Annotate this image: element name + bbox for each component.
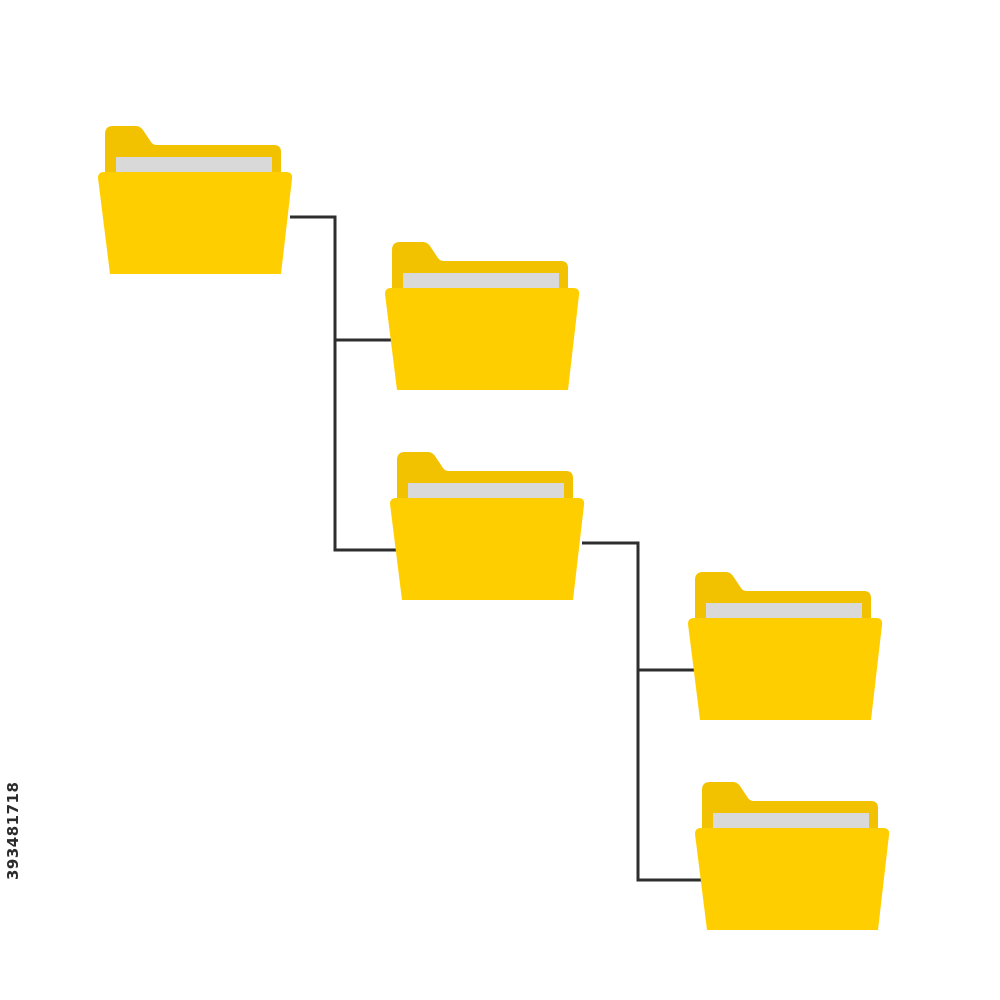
connector-lines [290, 215, 701, 882]
folder-icon[interactable] [688, 572, 883, 720]
folder-nodes [98, 126, 890, 930]
folder-front [385, 288, 580, 390]
stock-id-label: 393481718 [4, 781, 22, 880]
folder-icon[interactable] [385, 242, 580, 390]
folder-front [390, 498, 585, 600]
folder-icon[interactable] [98, 126, 293, 274]
folder-front [98, 172, 293, 274]
folder-front [695, 828, 890, 930]
folder-icon[interactable] [390, 452, 585, 600]
folder-icon[interactable] [695, 782, 890, 930]
folder-front [688, 618, 883, 720]
